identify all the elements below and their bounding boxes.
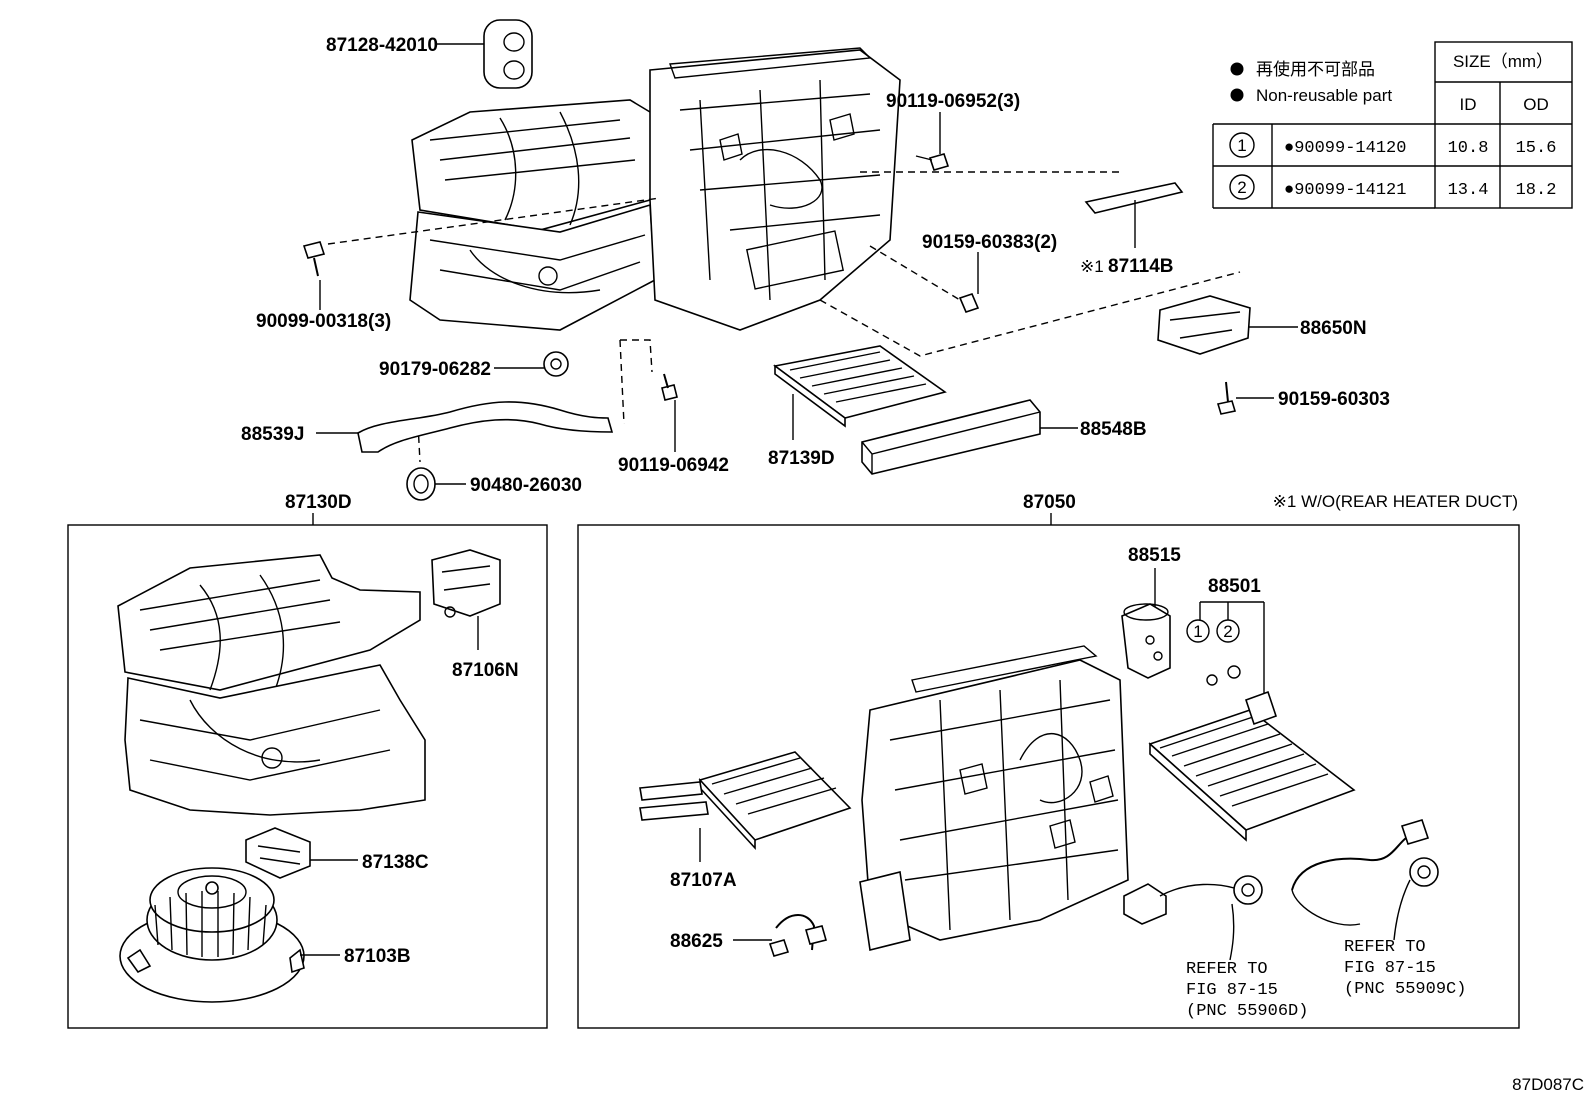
nut-drawing	[543, 351, 569, 377]
screw-drawing	[1216, 381, 1237, 415]
grommet-ring-drawing	[406, 467, 436, 501]
part-label-90159-60383: 90159-60383(2)	[922, 232, 1057, 253]
part-label-90480: 90480-26030	[470, 475, 582, 496]
legend: 再使用不可部品 Non-reusable part SIZE（mm） ID OD…	[1212, 41, 1573, 209]
heater-case-drawing	[859, 645, 1129, 951]
actuator-drawing	[1157, 295, 1251, 355]
refer-right-line3: (PNC 55909C)	[1344, 980, 1466, 999]
part-label-90099-00318: 90099-00318(3)	[256, 311, 391, 332]
non-reusable-dot-icon	[1230, 62, 1244, 76]
refer-right-line2: FIG 87-15	[1344, 959, 1436, 978]
evaporator-callout-ref: 1	[1193, 622, 1202, 641]
filter-case-drawing	[861, 399, 1041, 475]
cabin-filter-drawing	[773, 345, 947, 428]
expansion-valve-drawing	[1121, 603, 1171, 679]
main-hvac-assembly-drawing	[409, 47, 901, 331]
legend-non-reusable-jp: 再使用不可部品	[1256, 59, 1375, 79]
non-reusable-dot-icon	[1230, 88, 1244, 102]
legend-non-reusable-en: Non-reusable part	[1256, 86, 1392, 105]
table-row-id: 13.4	[1448, 181, 1489, 200]
part-label-87103: 87103B	[344, 946, 411, 967]
refer-left-line2: FIG 87-15	[1186, 981, 1278, 1000]
part-label-90159-60303: 90159-60303	[1278, 389, 1390, 410]
damper-servo-left-drawing	[1123, 875, 1263, 961]
heater-unit-box	[577, 524, 1520, 1029]
refer-left-line1: REFER TO	[1186, 960, 1268, 979]
part-label-88650: 88650N	[1300, 318, 1367, 339]
blower-resistor-drawing	[245, 827, 311, 879]
blower-housing-drawing	[117, 554, 426, 816]
size-table: SIZE（mm） ID OD 1 ●90099-14120 10.8 15.6 …	[1212, 41, 1573, 209]
sensor-drawing	[768, 914, 827, 957]
table-row-part: ●90099-14120	[1284, 139, 1406, 158]
part-label-87128: 87128-42010	[326, 35, 438, 56]
part-label-90179: 90179-06282	[379, 359, 491, 380]
blower-subassembly-box	[67, 524, 548, 1029]
grommet-drawing	[483, 19, 533, 89]
table-row-od: 18.2	[1516, 181, 1557, 200]
part-note-mark-87114: ※1	[1080, 257, 1104, 276]
table-row-part: ●90099-14121	[1284, 181, 1406, 200]
figure-code: 87D087C	[1512, 1075, 1584, 1094]
table-row-ref: 2	[1237, 178, 1246, 197]
screw-drawing	[915, 153, 950, 171]
screw-drawing	[958, 293, 980, 313]
screw-drawing	[661, 373, 678, 401]
blower-motor-drawing	[119, 867, 305, 1003]
heater-core-drawing	[639, 751, 852, 851]
part-label-87050: 87050	[1023, 492, 1076, 513]
part-label-87138: 87138C	[362, 852, 429, 873]
part-label-87114: 87114B	[1108, 256, 1174, 277]
part-label-87107: 87107A	[670, 870, 737, 891]
part-label-90119-06952: 90119-06952(3)	[886, 91, 1020, 112]
filter-cover-drawing	[1084, 182, 1184, 214]
col-od-header: OD	[1523, 95, 1549, 114]
evaporator-core-drawing	[1148, 690, 1356, 842]
part-label-88548: 88548B	[1080, 419, 1147, 440]
table-row-id: 10.8	[1448, 139, 1489, 158]
damper-servo-right-drawing	[1291, 819, 1439, 941]
drain-hose-drawing	[357, 401, 614, 453]
part-label-88625: 88625	[670, 931, 723, 952]
part-label-87139: 87139D	[768, 448, 835, 469]
refer-right-line1: REFER TO	[1344, 938, 1426, 957]
size-header: SIZE（mm）	[1453, 52, 1553, 71]
table-row-od: 15.6	[1516, 139, 1557, 158]
part-label-87106: 87106N	[452, 660, 519, 681]
part-label-88539: 88539J	[241, 424, 304, 445]
refer-left-line3: (PNC 55906D)	[1186, 1002, 1308, 1021]
part-label-87130: 87130D	[285, 492, 352, 513]
part-label-90119-06942: 90119-06942	[618, 455, 729, 476]
part-label-88501: 88501	[1208, 576, 1261, 597]
evaporator-callout-ref: 2	[1223, 622, 1232, 641]
col-id-header: ID	[1460, 95, 1477, 114]
bolt-drawing	[302, 241, 326, 277]
servo-actuator-drawing	[431, 549, 501, 618]
footnote: ※1 W/O(REAR HEATER DUCT)	[1273, 492, 1518, 511]
table-row-ref: 1	[1237, 136, 1246, 155]
part-label-88515: 88515	[1128, 545, 1181, 566]
